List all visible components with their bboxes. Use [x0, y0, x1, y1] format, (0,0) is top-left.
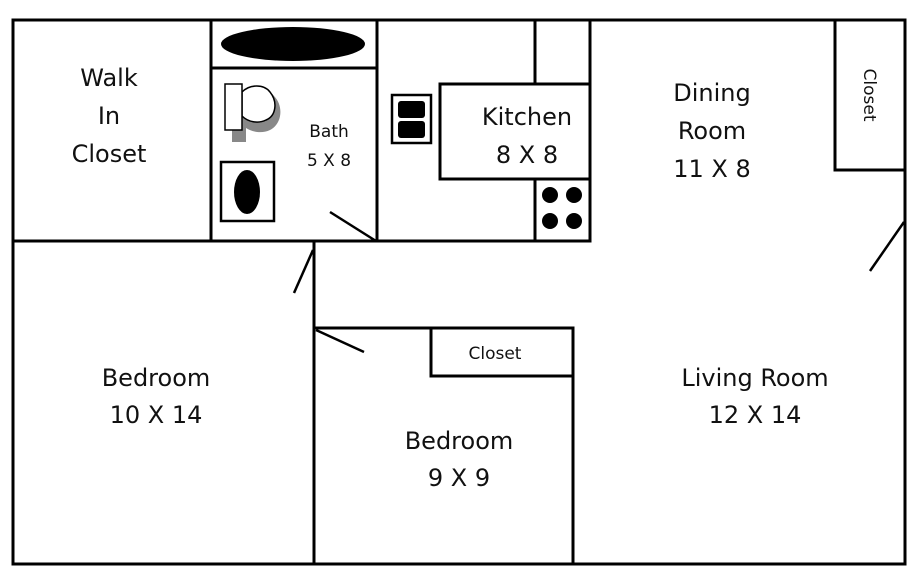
stove-burners-icon	[542, 187, 582, 229]
dining-room-label: Room	[678, 117, 746, 145]
living-room-size: 12 X 14	[709, 401, 802, 429]
bath-size: 5 X 8	[307, 151, 351, 171]
walk-in-closet-label: Walk	[80, 64, 138, 92]
outer-wall	[11, 18, 907, 566]
door-swing-entry	[868, 221, 906, 272]
door-swing-bedroom-1	[292, 249, 315, 294]
cooktop-icon	[390, 93, 433, 145]
living-room-label: Living Room	[681, 364, 828, 392]
bedroom-2-size: 9 X 9	[428, 464, 490, 492]
dining-room-size: 11 X 8	[673, 155, 751, 183]
toilet-icon	[224, 83, 281, 142]
bedroom-closet-wall	[429, 326, 575, 378]
bedroom-1-size: 10 X 14	[110, 401, 203, 429]
door-swing-bath	[329, 210, 377, 243]
kitchen-size: 8 X 8	[496, 141, 558, 169]
kitchen-island	[438, 82, 592, 181]
dining-room-label: Dining	[673, 79, 750, 107]
bedroom-2-label: Bedroom	[405, 427, 514, 455]
bath-label: Bath	[309, 122, 349, 142]
walk-in-closet-label: In	[98, 102, 120, 130]
dining-closet-label: Closet	[859, 69, 879, 122]
kitchen-label: Kitchen	[482, 103, 572, 131]
stove	[533, 177, 592, 243]
bedroom-1-label: Bedroom	[102, 364, 211, 392]
kitchen-counter	[533, 18, 592, 86]
dining-closet-wall	[833, 18, 907, 172]
walk-in-closet-label: Closet	[72, 140, 147, 168]
bathtub-icon	[221, 27, 365, 61]
wall	[312, 326, 575, 566]
bedroom-2-closet-label: Closet	[469, 344, 522, 364]
door-swing-bedroom-2	[315, 328, 365, 354]
sink-icon	[219, 160, 276, 223]
